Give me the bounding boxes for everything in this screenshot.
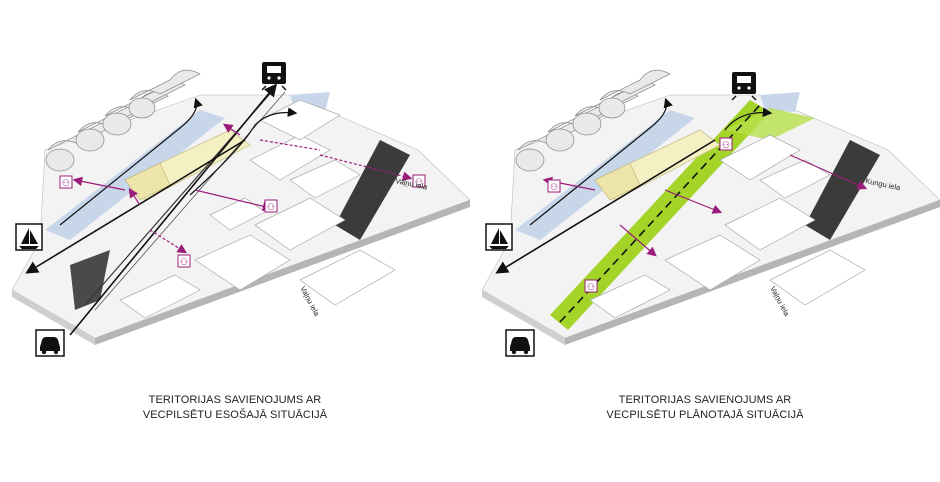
pedestrian-icon: ⚇	[59, 175, 73, 189]
pedestrian-icon: ⚇	[719, 137, 733, 151]
pedestrian-icon: ⚇	[264, 199, 278, 213]
pedestrian-icon: ⚇	[547, 179, 561, 193]
axonometric-map-planned: ⚇ ⚇ ⚇ Kungu iela Vaļņu iela	[481, 69, 940, 357]
existing-situation-diagram: ⚇ ⚇ ⚇ ⚇ Vaļņu iela Vaļņu iela	[0, 62, 470, 423]
axonometric-map-existing: ⚇ ⚇ ⚇ ⚇ Vaļņu iela Vaļņu iela	[11, 62, 470, 357]
svg-text:⚇: ⚇	[587, 283, 595, 293]
river-route-arrow	[59, 97, 203, 226]
city-blocks	[589, 134, 866, 319]
train-route-arrow	[69, 83, 278, 336]
boat-icon	[485, 223, 513, 251]
river-route-arrow	[529, 97, 673, 226]
svg-text:⚇: ⚇	[415, 178, 423, 188]
pedestrian-icon: ⚇	[412, 174, 426, 188]
rail-axis-dashed	[559, 104, 761, 323]
planned-situation-diagram: ⚇ ⚇ ⚇ Kungu iela Vaļņu iela	[470, 0, 940, 482]
building-facade-dark-2	[70, 250, 110, 310]
pedestrian-links	[72, 123, 413, 254]
market-pavilions	[515, 69, 671, 172]
building-facade-dark	[335, 140, 410, 240]
pedestrian-icon: ⚇	[177, 254, 191, 268]
svg-text:⚇: ⚇	[550, 183, 558, 193]
road-route-arrow	[495, 139, 716, 274]
base-side-2	[565, 200, 940, 345]
caption-line: VECPILSĒTU PLĀNOTAJĀ SITUĀCIJĀ	[606, 409, 804, 421]
market-pavilions	[45, 69, 201, 172]
canal-water	[760, 92, 800, 112]
caption-existing: TERITORIJAS SAVIENOJUMS AR VECPILSĒTU ES…	[0, 393, 470, 423]
svg-text:⚇: ⚇	[180, 258, 188, 268]
green-corridor-branch	[725, 108, 815, 140]
caption-planned: TERITORIJAS SAVIENOJUMS AR VECPILSĒTU PL…	[470, 393, 940, 423]
train-icon	[731, 72, 757, 101]
caption-line: TERITORIJAS SAVIENOJUMS AR	[618, 394, 792, 406]
city-blocks	[119, 99, 396, 319]
car-icon	[505, 329, 535, 357]
svg-text:⚇: ⚇	[722, 141, 730, 151]
base-side	[12, 290, 95, 345]
road-route-arrow	[25, 139, 246, 274]
road-curve	[724, 107, 773, 131]
caption-line: VECPILSĒTU ESOŠAJĀ SITUĀCIJĀ	[142, 409, 328, 421]
building-facade-dark	[805, 140, 880, 240]
base-side	[482, 290, 565, 345]
pedestrian-icon: ⚇	[584, 279, 598, 293]
caption-line: TERITORIJAS SAVIENOJUMS AR	[148, 394, 322, 406]
car-icon	[35, 329, 65, 357]
base-side-2	[95, 200, 470, 345]
boat-icon	[15, 223, 43, 251]
svg-text:⚇: ⚇	[267, 203, 275, 213]
road-curve	[189, 107, 298, 196]
svg-text:⚇: ⚇	[62, 179, 70, 189]
train-icon	[261, 62, 287, 91]
